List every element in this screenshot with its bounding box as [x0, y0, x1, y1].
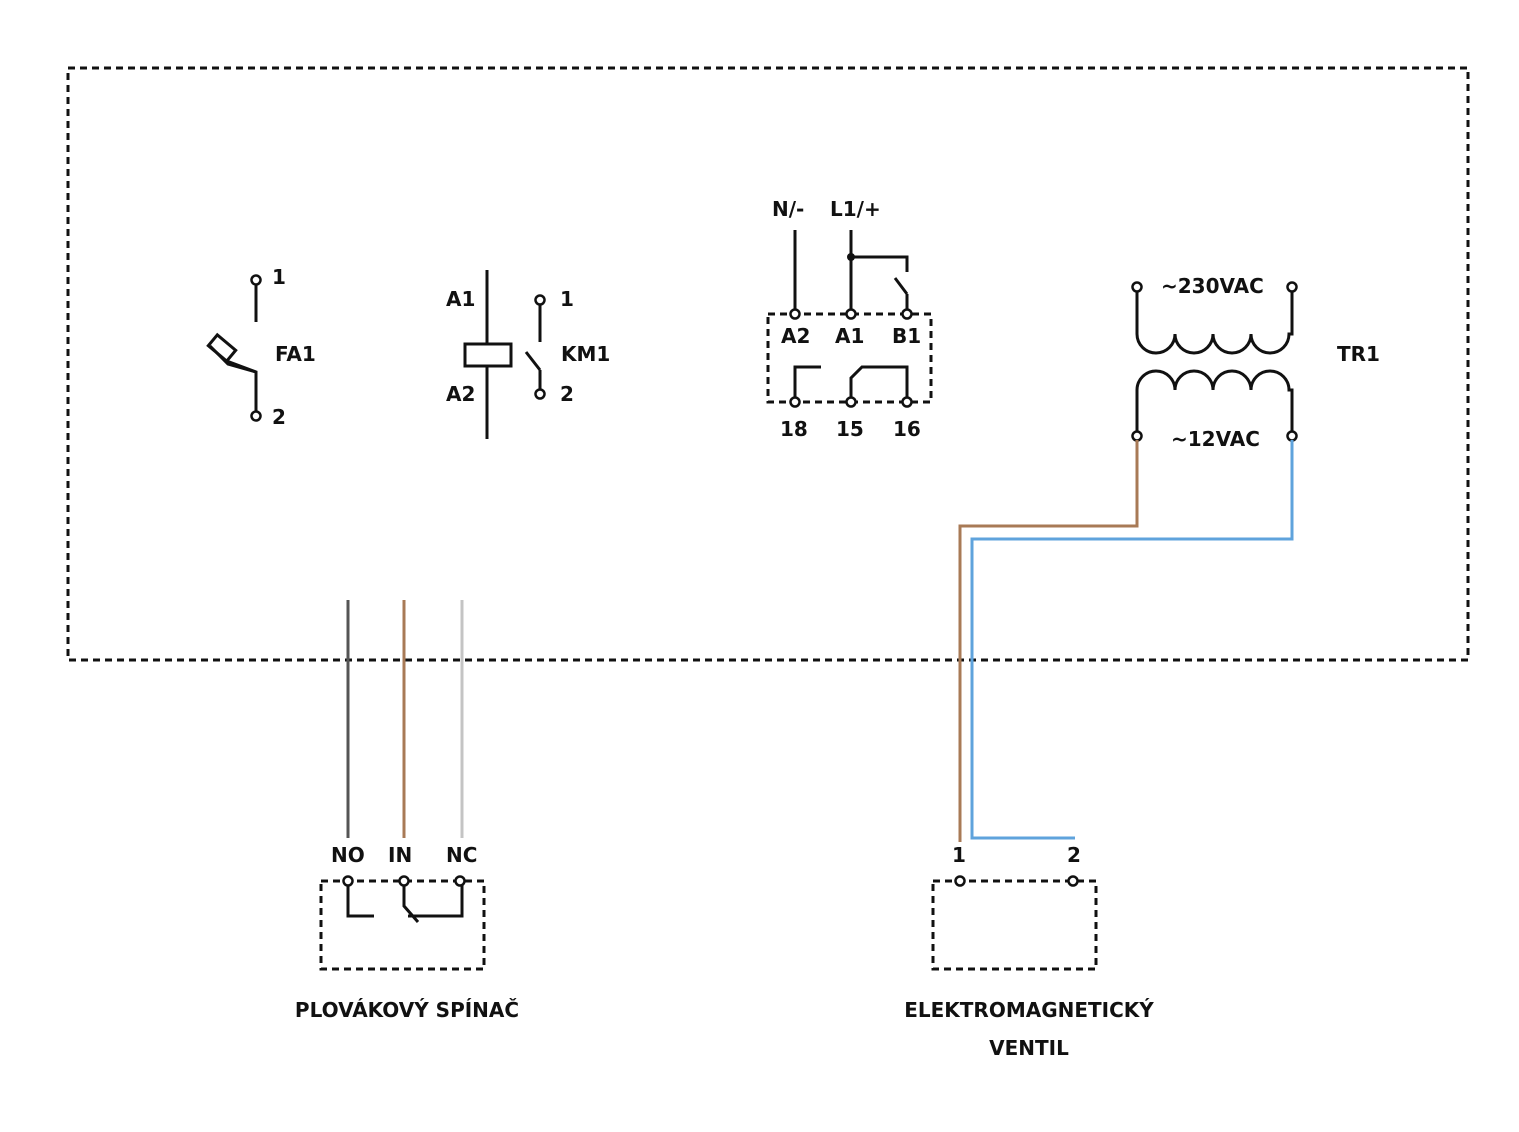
valve-name-line2: VENTIL — [989, 1036, 1069, 1060]
fa1-pin1-label: 1 — [272, 265, 286, 289]
timer-terminal-a1-label: A1 — [835, 324, 864, 348]
timer-terminal-16-label: 16 — [893, 417, 921, 441]
tr1-transformer: ~230VAC ~12VAC TR1 — [1131, 274, 1380, 451]
valve-name-line1: ELEKTROMAGNETICKÝ — [904, 998, 1154, 1022]
solenoid-valve: 1 2 ELEKTROMAGNETICKÝ VENTIL — [904, 843, 1154, 1060]
float-switch-no-label: NO — [331, 843, 365, 867]
timer-supply-l-label: L1/+ — [830, 197, 881, 221]
timer-terminal-18-label: 18 — [780, 417, 808, 441]
valve-box — [931, 879, 1098, 971]
timer-module: N/- L1/+ A2 A1 B1 18 15 16 — [766, 197, 933, 441]
wire-valve-brown — [958, 440, 1139, 842]
float-switch-box — [319, 879, 486, 971]
float-switch: NO IN NC PLOVÁKOVÝ SPÍNAČ — [295, 843, 519, 1022]
valve-pin2-label: 2 — [1067, 843, 1081, 867]
tr1-label: TR1 — [1337, 342, 1380, 366]
timer-module-box — [766, 312, 933, 404]
timer-supply-n-label: N/- — [772, 197, 804, 221]
enclosure-boundary — [66, 66, 1470, 662]
fa1-switch: 1 2 FA1 — [206, 265, 316, 429]
timer-terminal-b1-label: B1 — [892, 324, 921, 348]
valve-pin1-label: 1 — [952, 843, 966, 867]
float-switch-in-label: IN — [388, 843, 412, 867]
km1-label: KM1 — [561, 342, 610, 366]
km1-coil-a2-label: A2 — [446, 382, 475, 406]
tr1-primary-label: ~230VAC — [1161, 274, 1264, 298]
fa1-label: FA1 — [275, 342, 316, 366]
timer-terminal-15-label: 15 — [836, 417, 864, 441]
timer-terminal-a2-label: A2 — [781, 324, 810, 348]
km1-contact-2-label: 2 — [560, 382, 574, 406]
fa1-pin2-label: 2 — [272, 405, 286, 429]
km1-contact-1-label: 1 — [560, 287, 574, 311]
km1-relay: A1 A2 1 2 KM1 — [446, 270, 610, 439]
wire-valve-blue — [970, 440, 1294, 840]
tr1-secondary-label: ~12VAC — [1171, 427, 1260, 451]
float-switch-name: PLOVÁKOVÝ SPÍNAČ — [295, 998, 519, 1022]
float-switch-nc-label: NC — [446, 843, 477, 867]
km1-coil-a1-label: A1 — [446, 287, 475, 311]
